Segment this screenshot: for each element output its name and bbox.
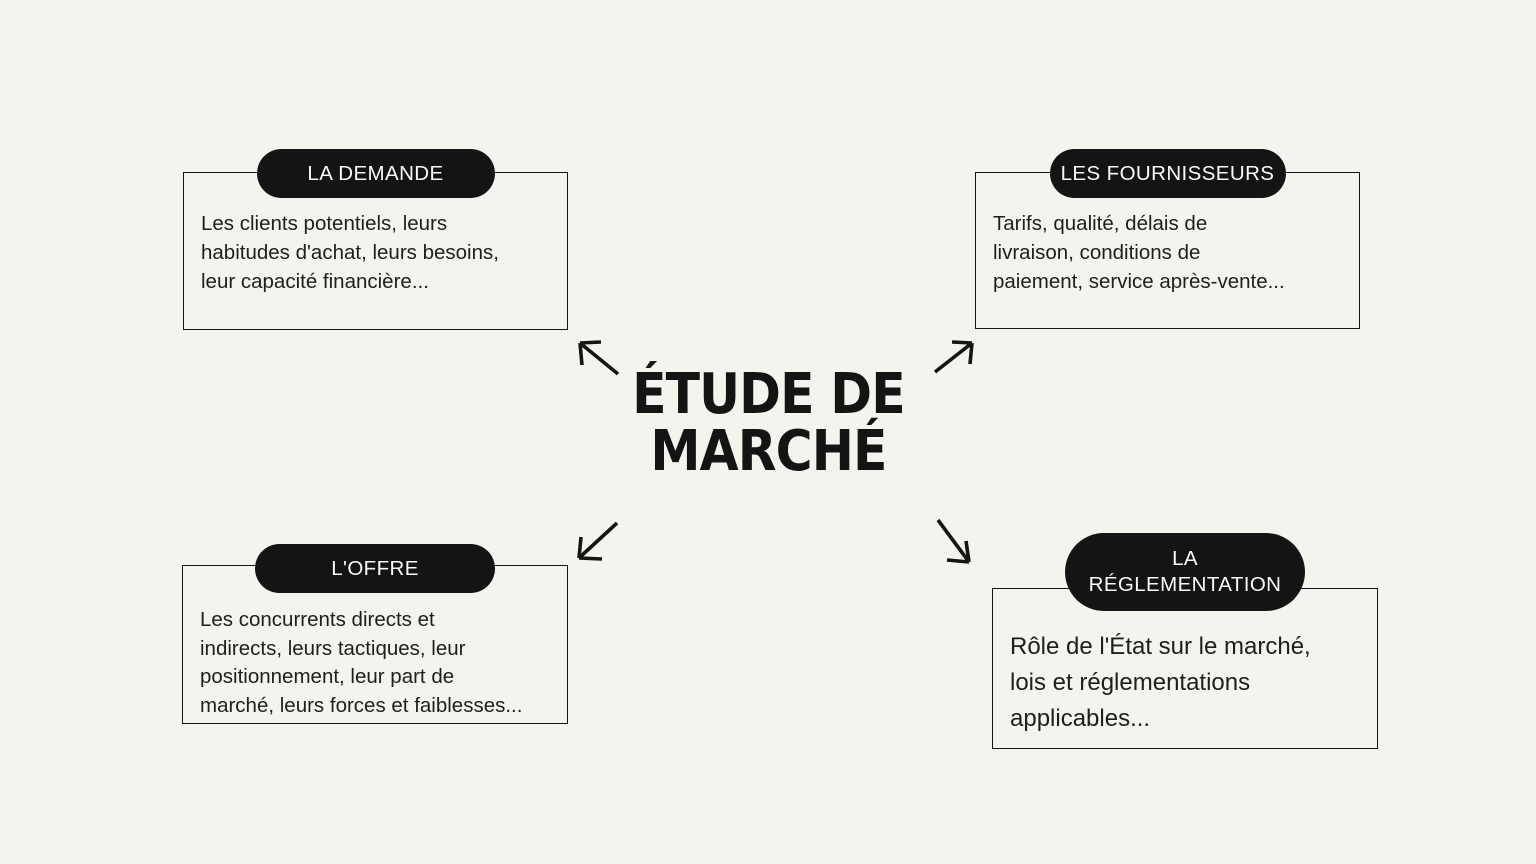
node-la-demande-pill: LA DEMANDE bbox=[256, 149, 495, 198]
node-l-offre: L'OFFRE Les concurrents directs et indir… bbox=[182, 544, 568, 724]
node-la-reglementation-body: Rôle de l'État sur le marché, lois et ré… bbox=[1010, 633, 1311, 732]
central-title: ÉTUDE DE MARCHÉ bbox=[631, 362, 906, 484]
node-la-demande: LA DEMANDE Les clients potentiels, leurs… bbox=[183, 149, 568, 330]
node-la-reglementation-pill: LA RÉGLEMENTATION bbox=[1065, 533, 1305, 611]
node-les-fournisseurs-body: Tarifs, qualité, délais de livraison, co… bbox=[993, 212, 1285, 293]
node-l-offre-pill: L'OFFRE bbox=[255, 544, 495, 593]
arrow-down-right-icon bbox=[936, 518, 971, 564]
node-la-demande-body: Les clients potentiels, leurs habitudes … bbox=[201, 212, 499, 293]
central-title-wrap: ÉTUDE DE MARCHÉ bbox=[0, 366, 1536, 480]
node-l-offre-body: Les concurrents directs et indirects, le… bbox=[200, 608, 523, 717]
node-les-fournisseurs-pill: LES FOURNISSEURS bbox=[1049, 149, 1286, 198]
node-la-reglementation: LA RÉGLEMENTATION Rôle de l'État sur le … bbox=[992, 533, 1378, 749]
node-les-fournisseurs: LES FOURNISSEURS Tarifs, qualité, délais… bbox=[975, 149, 1360, 329]
arrow-down-left-icon bbox=[577, 521, 619, 561]
